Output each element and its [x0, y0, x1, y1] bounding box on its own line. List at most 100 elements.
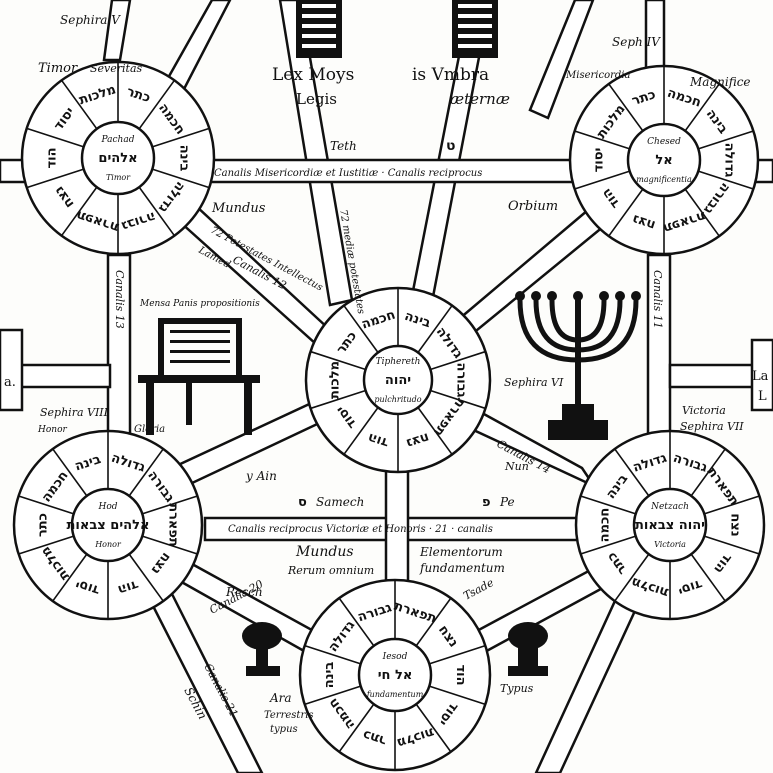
ring-divider: [310, 389, 366, 410]
ring-divider: [141, 535, 198, 555]
ring-divider: [415, 597, 452, 647]
ring-divider: [18, 535, 75, 555]
ring-sephira-name: גבורה: [454, 363, 469, 398]
ring-divider: [128, 448, 164, 497]
typus-label: typus: [270, 724, 298, 735]
altar-right-illustration: [508, 622, 548, 676]
ring-divider: [26, 168, 85, 189]
sephira-vi-label: Sephira VI: [504, 376, 564, 389]
ring-divider: [304, 685, 362, 706]
honor-label: Honor: [37, 425, 67, 435]
ring-divider: [703, 495, 760, 515]
severitas-label: Severitas: [90, 62, 143, 75]
ring-divider: [310, 350, 366, 371]
ring-divider: [428, 685, 486, 706]
canalis-victoriae-label: Canalis reciprocus Victoriæ et Honoris ·…: [228, 524, 493, 535]
ring-sephira-name: חכמה: [598, 508, 613, 543]
right-edge-fragment: La: [752, 369, 769, 384]
ring-divider: [684, 83, 720, 132]
ring-divider: [608, 188, 644, 237]
sephira-divine-name: אלהים צבאות: [67, 518, 150, 533]
rerum-label: Rerum omnium: [287, 564, 374, 577]
ring-divider: [574, 170, 631, 190]
magnificentia-label: Magnifice: [689, 75, 751, 89]
misericordia-label: Misericordia: [565, 70, 630, 81]
sephira-hod: גדולהגבורהתפארתנצחהודיסודמלכותכתרחכמהבינ…: [12, 429, 204, 621]
channel-top-right-diagonal: [528, 0, 595, 120]
ring-sephira-name: בינה: [177, 145, 192, 172]
pe-letter: פ: [482, 495, 491, 510]
sephira-label: Pachad: [101, 135, 135, 145]
ara-label: Ara: [269, 691, 292, 705]
sephiroth-circles: כתרחכמהבינהגדולהגבורהתפארתנצחהודיסודמלכו…: [12, 60, 766, 772]
ring-divider: [697, 130, 754, 150]
ring-sephira-name: כתר: [36, 513, 51, 537]
ring-divider: [138, 79, 176, 130]
sephira-yesod: תפארתנצחהודיסודמלכותכתרחכמהבינהגדולהגבור…: [298, 578, 492, 772]
ring-divider: [580, 535, 637, 555]
sephira-chesed: חכמהבינהגדולהגבורהתפארתנצחהודיסודמלכותכת…: [568, 64, 760, 256]
sephira-divine-name: יהוה צבאות: [635, 518, 705, 533]
ring-sephira-name: הוד: [45, 147, 60, 168]
tsade-label: Tsade: [461, 576, 496, 603]
sephira-divine-name: אל חי: [378, 668, 413, 683]
sephira-sub-label: Timor: [106, 173, 131, 182]
pe-label: Pe: [499, 495, 515, 509]
channel-top-left-vertical: [102, 0, 132, 62]
ring-sephira-name: כתר: [125, 84, 153, 106]
ring-divider: [428, 644, 486, 665]
sephira-sub-label: magnificentia: [636, 175, 692, 184]
ring-divider: [574, 130, 631, 150]
ring-divider: [430, 389, 486, 410]
ring-sephira-name: יסוד: [676, 576, 704, 598]
sephira-netzach: גבורהתפארתנצחהודיסודמלכותכתרחכמהבינהגדול…: [574, 429, 766, 621]
channel-right-edge-mid: [668, 363, 773, 389]
sephira-viii-label: Sephira VIII: [40, 406, 109, 419]
ring-divider: [128, 553, 164, 602]
legis-label: Legis: [296, 90, 337, 108]
resch-label: Resch: [225, 585, 263, 599]
sephira-iv-label: Seph IV: [612, 35, 661, 49]
ring-divider: [151, 168, 210, 189]
ring-divider: [690, 553, 726, 602]
channel-left-box: [0, 328, 24, 412]
ring-divider: [684, 188, 720, 237]
sephira-center-hub: [70, 487, 146, 563]
sephira-sub-label: Victoria: [654, 540, 686, 549]
timor-top-label: Timor: [38, 61, 78, 76]
text-labels: Lex Moys Legis is Vmbra æternæ Sephira V…: [4, 13, 769, 735]
ring-divider: [430, 350, 486, 371]
sephira-pachad: כתרחכמהבינהגדולהגבורהתפארתנצחהודיסודמלכו…: [20, 60, 216, 256]
ring-sephira-name: כתר: [361, 726, 389, 748]
ring-sephira-name: הוד: [366, 429, 391, 450]
ring-divider: [52, 448, 88, 497]
ring-divider: [690, 448, 726, 497]
left-edge-fragment: a.: [4, 375, 16, 390]
sephira-label: Iesod: [382, 652, 408, 662]
mensa-table-illustration: [138, 318, 260, 435]
terrestris-label: Terrestris: [264, 710, 314, 721]
sephira-center-hub: [357, 637, 433, 713]
y-ain-label: y Ain: [245, 469, 277, 483]
ring-divider: [138, 186, 176, 237]
victoria-label: Victoria: [682, 404, 726, 417]
sephira-v-label: Sephira V: [60, 13, 121, 27]
mundus-bottom-label: Mundus: [295, 544, 354, 560]
ring-sephira-name: יסוד: [74, 576, 102, 598]
ring-divider: [338, 597, 375, 647]
ring-divider: [26, 127, 85, 148]
ring-divider: [703, 535, 760, 555]
sephira-vii-label: Sephira VII: [680, 420, 744, 433]
ring-divider: [417, 305, 453, 353]
ring-divider: [614, 553, 650, 602]
ring-divider: [343, 407, 379, 455]
ring-divider: [151, 127, 210, 148]
canalis-misericordiae-label: Canalis Misericordiæ et Iustitiæ · Canal…: [214, 168, 482, 179]
sephira-tiphereth: בינהגדולהגבורהתפארתנצחהודיסודמלכותכתרחכמ…: [304, 286, 492, 474]
ring-sephira-name: בינה: [322, 662, 337, 689]
samech-label: Samech: [316, 495, 364, 509]
channel-left-edge-mid: [0, 363, 112, 389]
ring-divider: [608, 83, 644, 132]
sephira-sub-label: fundamentum: [366, 690, 424, 699]
sephira-center-hub: [80, 120, 156, 196]
